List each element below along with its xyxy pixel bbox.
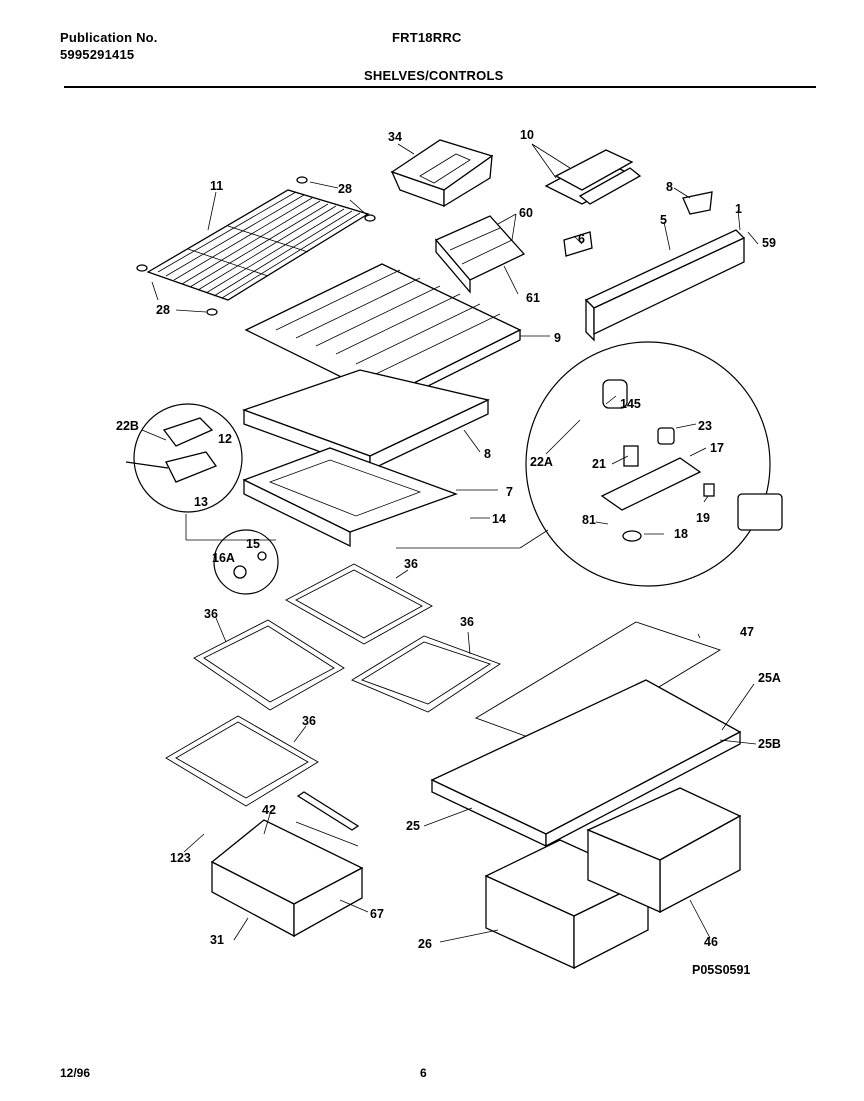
part-label: 28	[338, 182, 352, 196]
part-label: 46	[704, 935, 718, 949]
part-label: 34	[388, 130, 402, 144]
part-label: 25B	[758, 737, 781, 751]
damper-detail-circle	[525, 341, 783, 587]
publication-number: 5995291415	[60, 47, 135, 62]
part-label: 60	[519, 206, 533, 220]
control-housing	[242, 369, 490, 472]
part-label: 36	[404, 557, 418, 571]
part-label: 67	[370, 907, 384, 921]
part-label: 42	[262, 803, 276, 817]
tray-support	[434, 215, 526, 294]
part-label: 16A	[212, 551, 235, 565]
shelf-end-caps	[136, 176, 376, 316]
footer-date: 12/96	[60, 1066, 91, 1080]
part-label: 15	[246, 537, 260, 551]
part-number-labels: 34 10 11 28 60 8 1 59 5 6 61 28 9 22B 12…	[116, 128, 781, 977]
page-number: 6	[420, 1066, 427, 1080]
small-detail-circle	[213, 529, 279, 595]
part-label: 36	[460, 615, 474, 629]
glass-shelf-right	[351, 635, 501, 713]
part-label: 19	[696, 511, 710, 525]
part-label: 25A	[758, 671, 781, 685]
part-label: 28	[156, 303, 170, 317]
part-label: 26	[418, 937, 432, 951]
part-label: 14	[492, 512, 506, 526]
publication-label: Publication No.	[60, 30, 158, 45]
part-label: 47	[740, 625, 754, 639]
part-label: 13	[194, 495, 208, 509]
glass-shelf-left	[193, 619, 345, 711]
part-label: 8	[666, 180, 673, 194]
part-label: 7	[506, 485, 513, 499]
part-label: 36	[204, 607, 218, 621]
left-detail-circle	[125, 403, 243, 513]
part-label: 21	[592, 457, 606, 471]
control-panel-bar	[563, 191, 746, 342]
part-label: 11	[210, 179, 223, 193]
part-label: 145	[620, 397, 641, 411]
ice-trays	[544, 149, 642, 205]
freezer-floor-frame	[242, 447, 458, 548]
part-label: 10	[520, 128, 534, 142]
part-label: 61	[526, 291, 540, 305]
crisper-cover-frame	[430, 679, 742, 848]
model-number: FRT18RRC	[392, 30, 462, 45]
part-label: 23	[698, 419, 712, 433]
part-label: 59	[762, 236, 776, 250]
meat-keeper-drawer	[210, 791, 364, 938]
glass-shelf-bottom	[165, 715, 319, 807]
part-label: 6	[578, 232, 585, 246]
part-label: 1	[735, 202, 742, 216]
ice-bin	[390, 139, 494, 208]
leader-lines	[141, 143, 759, 943]
crisper-drawer-right	[586, 787, 742, 914]
part-label: 17	[710, 441, 724, 455]
part-label: 5	[660, 213, 667, 227]
part-label: 8	[484, 447, 491, 461]
part-label: 12	[218, 432, 232, 446]
part-label: 22B	[116, 419, 139, 433]
glass-shelf-top	[285, 563, 433, 645]
part-label: 18	[674, 527, 688, 541]
crisper-drawer-left	[484, 839, 650, 970]
part-label: 123	[170, 851, 191, 865]
part-label: 36	[302, 714, 316, 728]
header-rule	[64, 86, 816, 88]
part-label: 9	[554, 331, 561, 345]
diagram-code: P05S0591	[692, 963, 750, 977]
section-title: SHELVES/CONTROLS	[364, 68, 504, 83]
part-label: 81	[582, 513, 596, 527]
part-label: 22A	[530, 455, 553, 469]
part-label: 25	[406, 819, 420, 833]
part-label: 31	[210, 933, 224, 947]
wire-shelf	[146, 189, 370, 301]
